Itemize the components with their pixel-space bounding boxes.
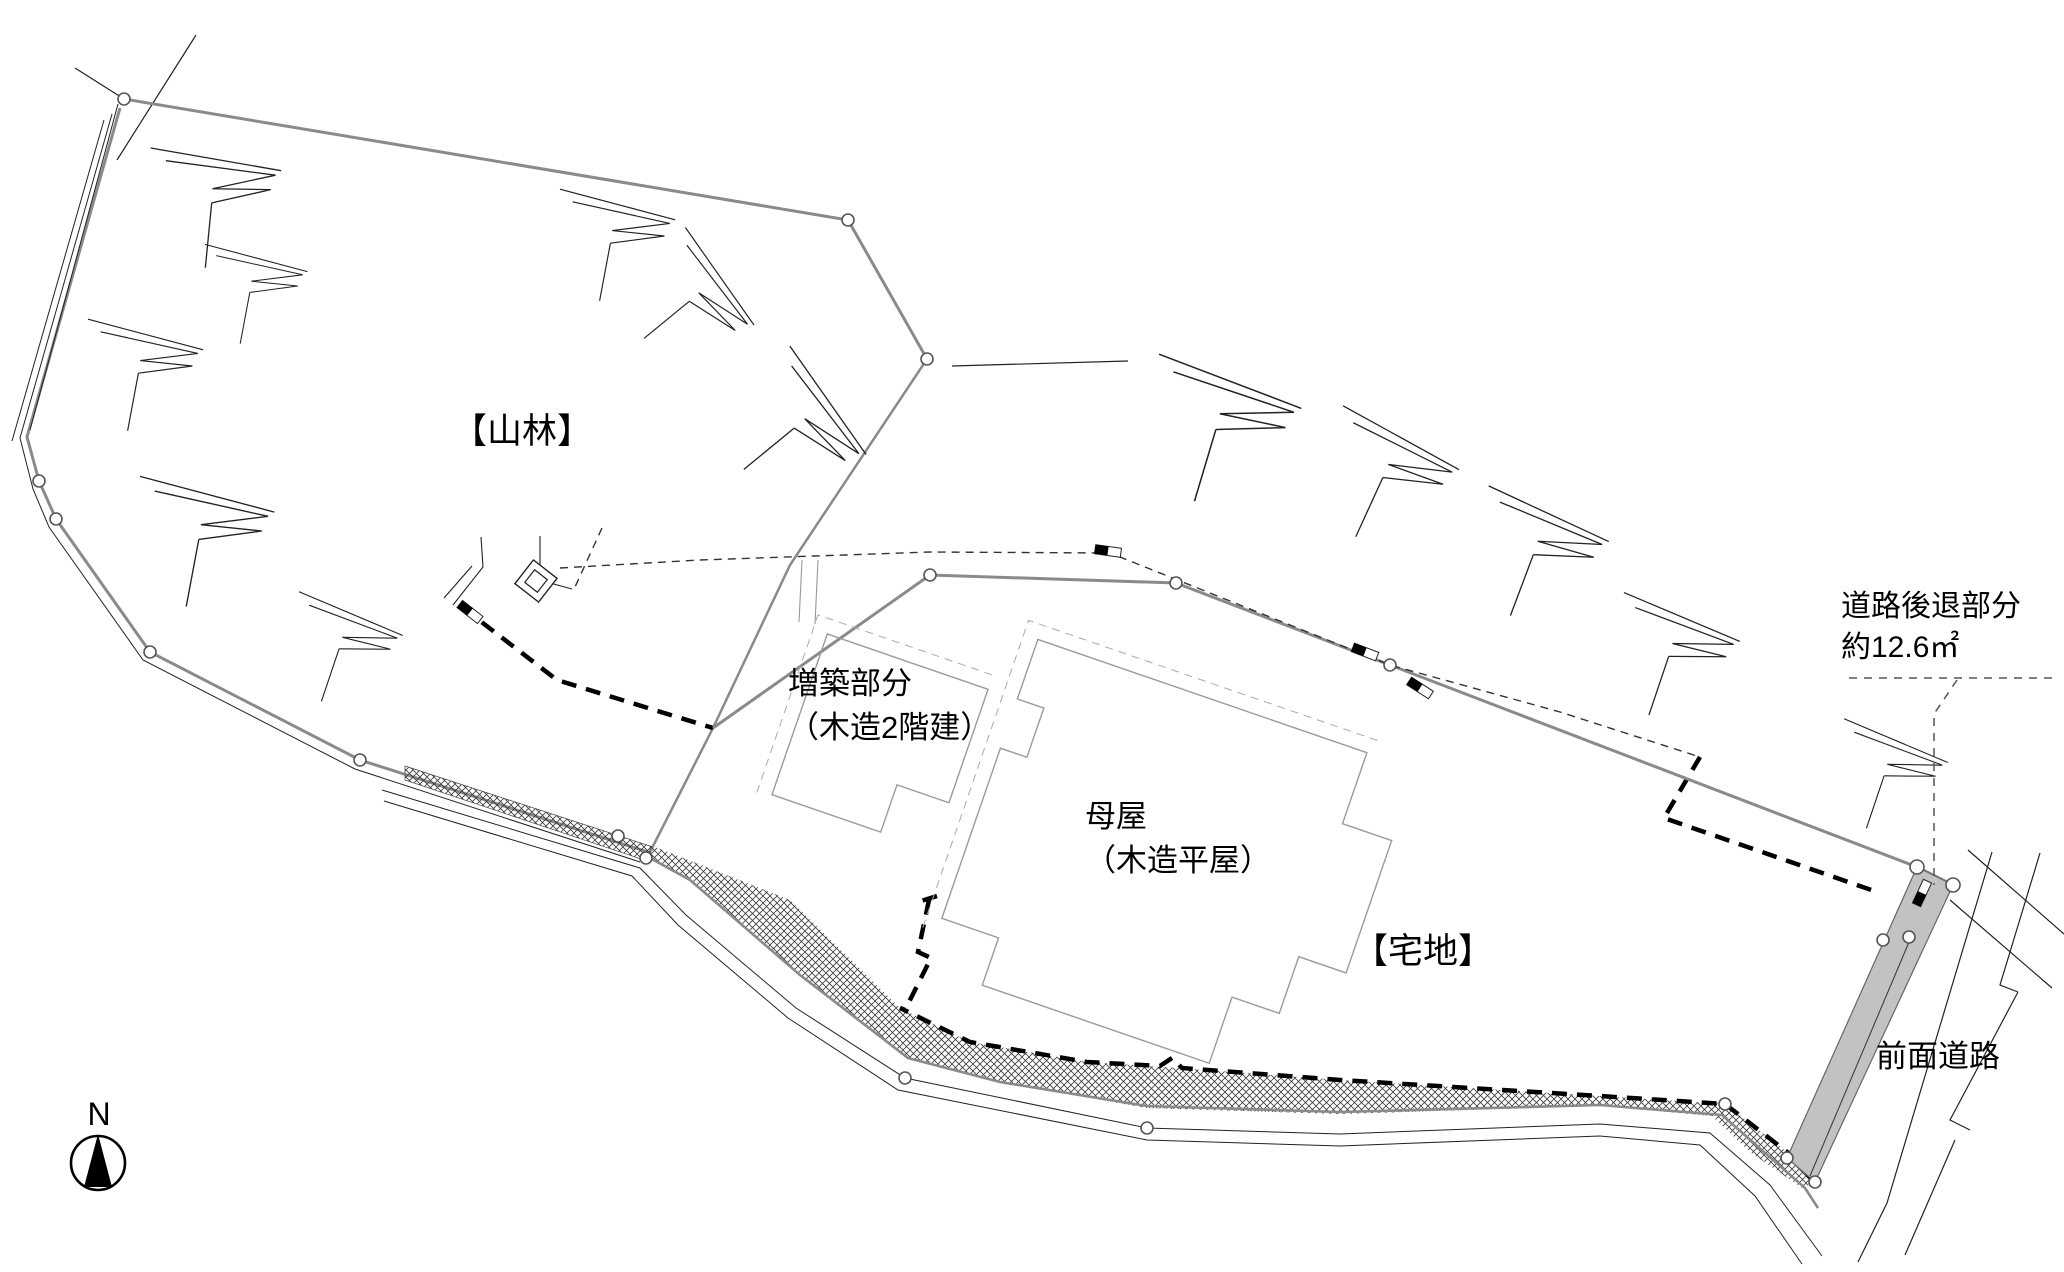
forest-path-corner [443, 536, 819, 625]
fence-forest-edge [460, 605, 714, 731]
extension-building-outline [756, 614, 996, 834]
fence-east-jog [1660, 755, 1881, 896]
residential-label: 【宅地】 [1353, 932, 1494, 971]
slope-hatch-strip-west [404, 765, 651, 863]
front-road-edges [1857, 849, 2064, 1263]
slope-hatch-band-south [649, 845, 1820, 1209]
forest-label: 【山林】 [452, 412, 593, 451]
fence-south-band [899, 893, 1814, 1182]
boundary-dashed-lines [559, 527, 1701, 758]
road-setback-area [1786, 866, 1954, 1183]
main-house-outline [922, 619, 1393, 1065]
south-boundary-gray-line [649, 856, 1820, 1209]
survey-point-circles [32, 92, 1961, 1189]
fence-dashed-lines [460, 605, 1881, 1182]
setback-label-line1: 道路後退部分 [1841, 590, 2021, 623]
survey-square-marker [513, 558, 559, 604]
front-road-label: 前面道路 [1876, 1039, 2000, 1074]
adjacent-boundary-lines [74, 34, 197, 161]
main-house-label-line1: 母屋 [1085, 799, 1147, 834]
slope-tree-symbols [87, 136, 1953, 839]
north-compass [69, 1134, 127, 1192]
extension-label: 増築部分 （木造2階建） [788, 662, 991, 750]
compass-north-label: N [87, 1096, 111, 1132]
setback-label: 道路後退部分 約12.6㎡ [1841, 586, 2021, 669]
setback-leader-dashed [1843, 677, 2052, 885]
extension-label-line2: （木造2階建） [788, 710, 992, 746]
main-house-label: 母屋 （木造平屋） [1085, 795, 1271, 883]
setback-label-line2: 約12.6㎡ [1841, 631, 1960, 665]
extension-label-line1: 増築部分 [788, 666, 912, 701]
main-house-label-line2: （木造平屋） [1085, 843, 1271, 879]
